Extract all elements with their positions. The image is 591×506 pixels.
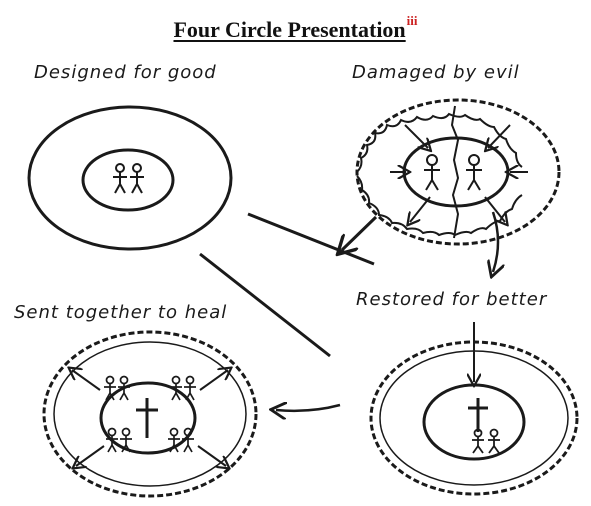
two-people-icon bbox=[424, 155, 482, 190]
circle-restored-for-better bbox=[371, 322, 577, 494]
circle-designed-for-good bbox=[29, 107, 231, 249]
circle-damaged-by-evil bbox=[357, 100, 559, 244]
connector-lines bbox=[200, 214, 374, 356]
cross-icon bbox=[468, 398, 488, 432]
two-people-icon bbox=[472, 430, 500, 454]
circle-sent-together-to-heal bbox=[44, 332, 256, 496]
two-people-icon bbox=[113, 164, 144, 193]
cross-icon bbox=[136, 398, 158, 438]
arrow-to-damaged bbox=[342, 217, 376, 250]
arrow-to-sent bbox=[276, 405, 340, 411]
